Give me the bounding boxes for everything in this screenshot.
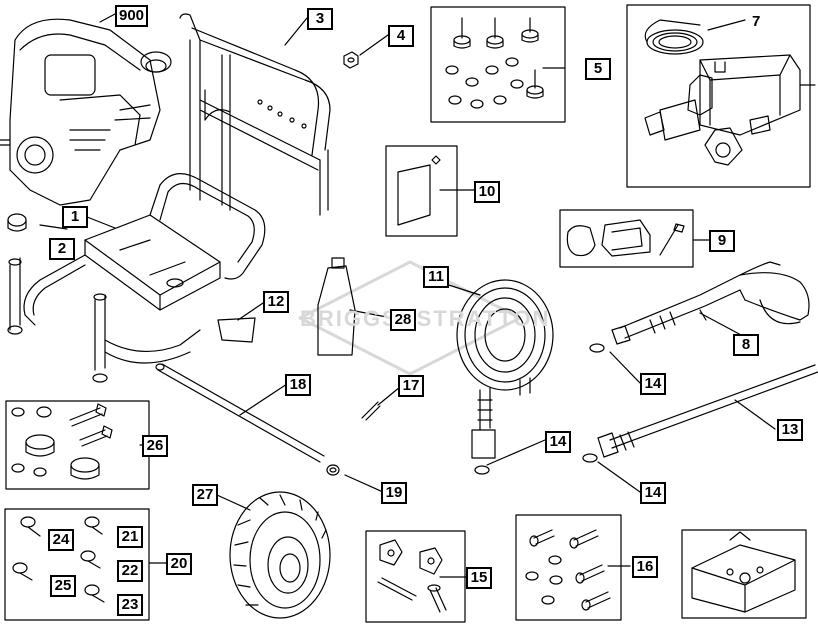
label-900: 900 [115,5,149,27]
mounts-kit-5 [445,17,544,109]
label-12: 12 [263,291,289,313]
watermark-text: BRIGGS&STRATTON [300,306,551,331]
cap-part [7,213,27,232]
mount-plate-part [691,531,796,613]
label-21: 21 [117,526,143,548]
label-1: 1 [62,206,88,228]
box-9-frame [559,209,694,268]
box-20-frame [4,508,150,621]
box-plate-frame [681,529,807,619]
label-22: 22 [117,560,143,582]
label-2: 2 [49,238,75,260]
label-18: 18 [285,374,311,396]
upper-handle-part [179,13,331,216]
label-4: 4 [388,25,414,47]
hardware-kit-26 [11,403,113,480]
box-5-frame [430,6,566,123]
wheel-part-27 [229,491,331,619]
engine-part [0,18,172,206]
label-13: 13 [777,419,803,441]
hose-part-11 [456,279,554,459]
label-9: 9 [709,230,735,252]
label-24: 24 [48,529,74,551]
label-27: 27 [192,484,218,506]
nut-part [343,51,359,69]
label-10: 10 [474,181,500,203]
bolt-kit-16 [525,529,611,611]
lance-part-13 [597,364,818,458]
label-23: 23 [117,594,143,616]
label-14-b: 14 [545,431,571,453]
label-3: 3 [307,8,333,30]
frame-base-part [7,173,266,383]
label-14-c: 14 [640,482,666,504]
washer-part-c [474,465,490,475]
label-7: 7 [752,13,761,30]
spray-gun-part-8 [611,261,810,345]
label-5: 5 [585,58,611,80]
box-10-frame [385,145,458,237]
label-20: 20 [166,553,192,575]
washer-part-a [589,343,605,353]
washer-part-b [582,453,598,463]
label-16: 16 [632,556,658,578]
label-19: 19 [381,482,407,504]
box-7-frame [626,4,811,188]
knob-kit-9 [566,219,685,257]
panel-part-10 [397,155,441,226]
pump-part-7 [644,19,816,166]
box-16-frame [515,514,622,621]
label-26: 26 [142,435,168,457]
watermark-logo [298,260,522,376]
knob-bolt-kit-15 [377,539,447,613]
label-15: 15 [466,567,492,589]
axle-part-18 [155,363,325,463]
label-11: 11 [423,266,449,288]
funnel-part-28 [317,257,356,356]
decal-part-12 [217,317,256,343]
label-14-a: 14 [640,373,666,395]
fastener-kit-20 [12,516,105,603]
label-25: 25 [50,575,76,597]
label-28: 28 [390,309,416,331]
label-17: 17 [398,375,424,397]
pin-part-17 [361,401,381,421]
spacer-part-19 [326,464,340,476]
label-8: 8 [733,334,759,356]
